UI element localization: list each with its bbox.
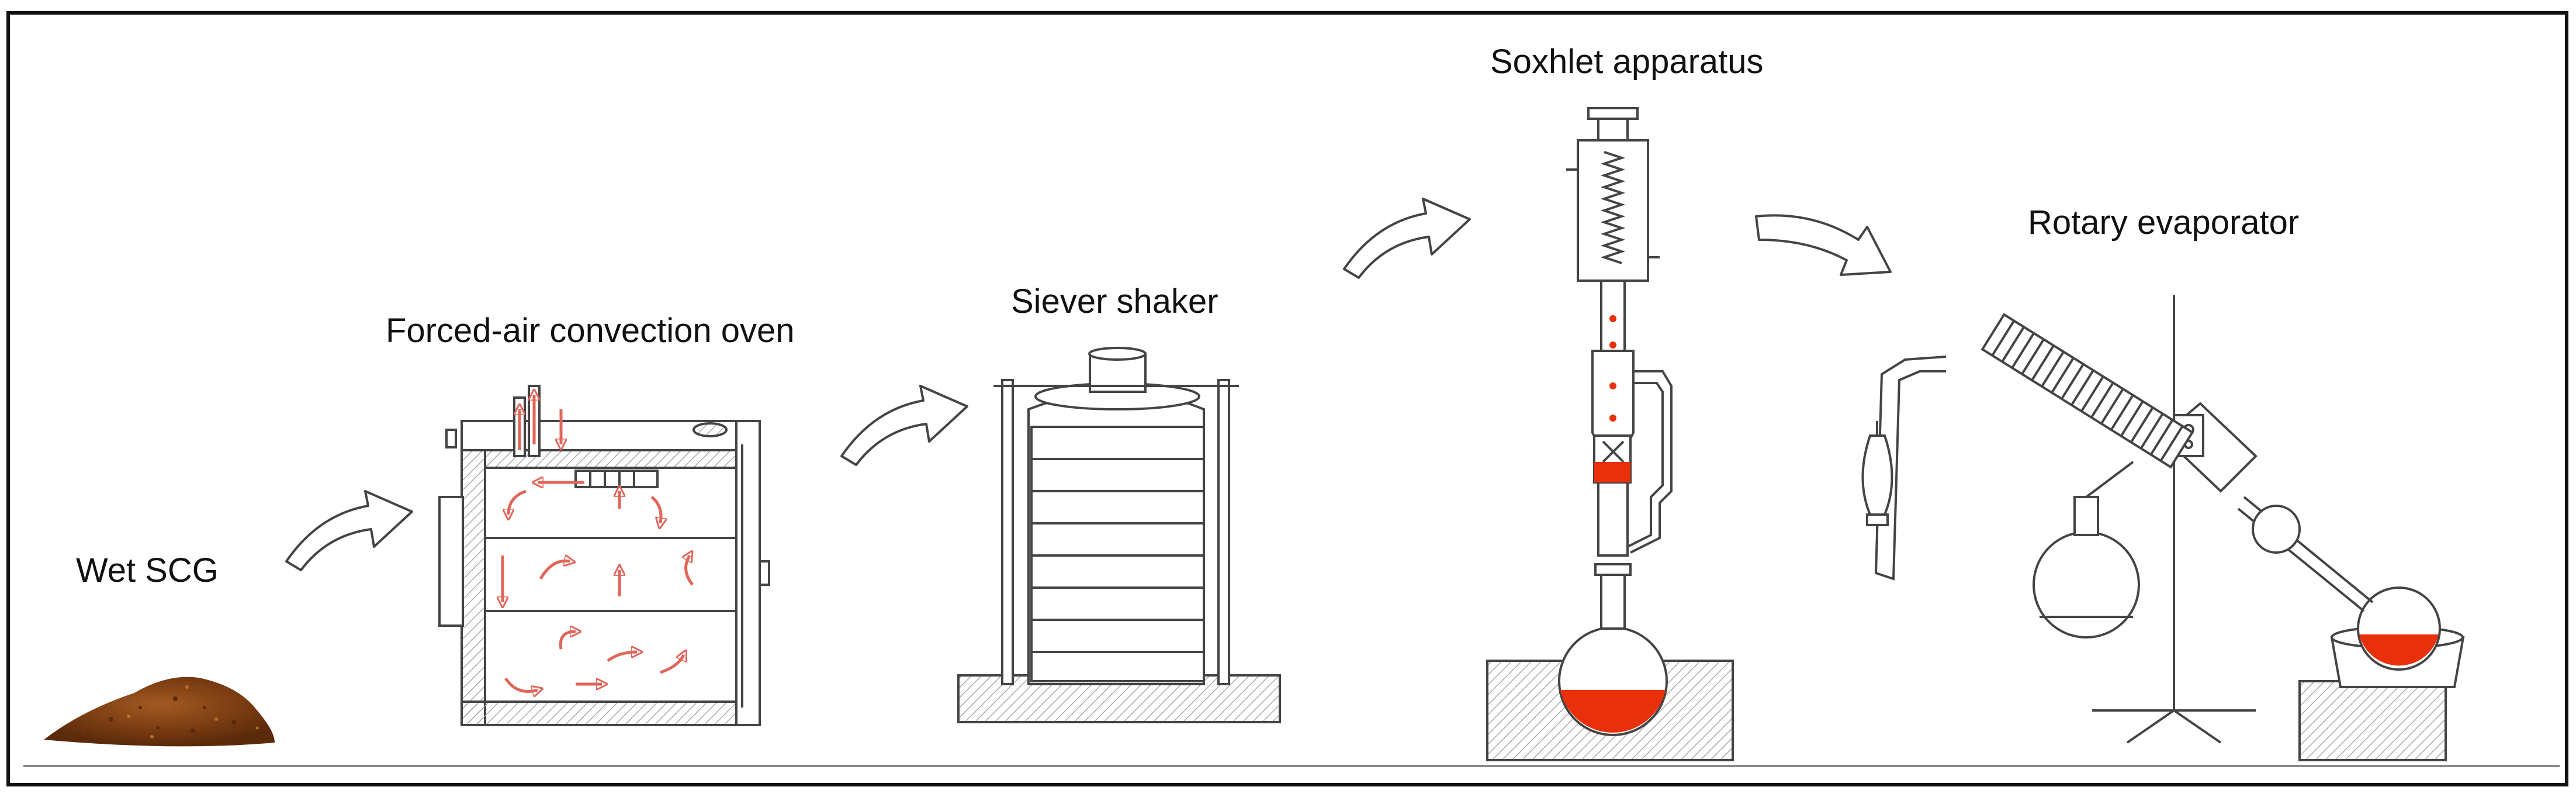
label-sieve: Siever shaker [1011, 282, 1218, 320]
label-oven: Forced-air convection oven [386, 312, 795, 350]
label-soxhlet: Soxhlet apparatus [1490, 43, 1764, 81]
sieve-shaker [957, 347, 1281, 723]
flow-arrow-icon [1343, 198, 1471, 279]
flow-arrow-icon [840, 385, 968, 466]
label-rotary: Rotary evaporator [2028, 203, 2299, 241]
air-flow-arrows [503, 395, 694, 692]
flow-arrow-icon [1755, 214, 1892, 276]
rotary-evaporator [1861, 295, 2465, 761]
soxhlet-apparatus [1486, 107, 1734, 761]
solvent-drops [1609, 315, 1616, 422]
coffee-grounds-icon [44, 677, 275, 747]
label-wet-scg: Wet SCG [76, 551, 219, 589]
convection-oven [438, 385, 770, 726]
figure-border [6, 11, 2568, 786]
flow-arrow-icon [285, 490, 413, 571]
